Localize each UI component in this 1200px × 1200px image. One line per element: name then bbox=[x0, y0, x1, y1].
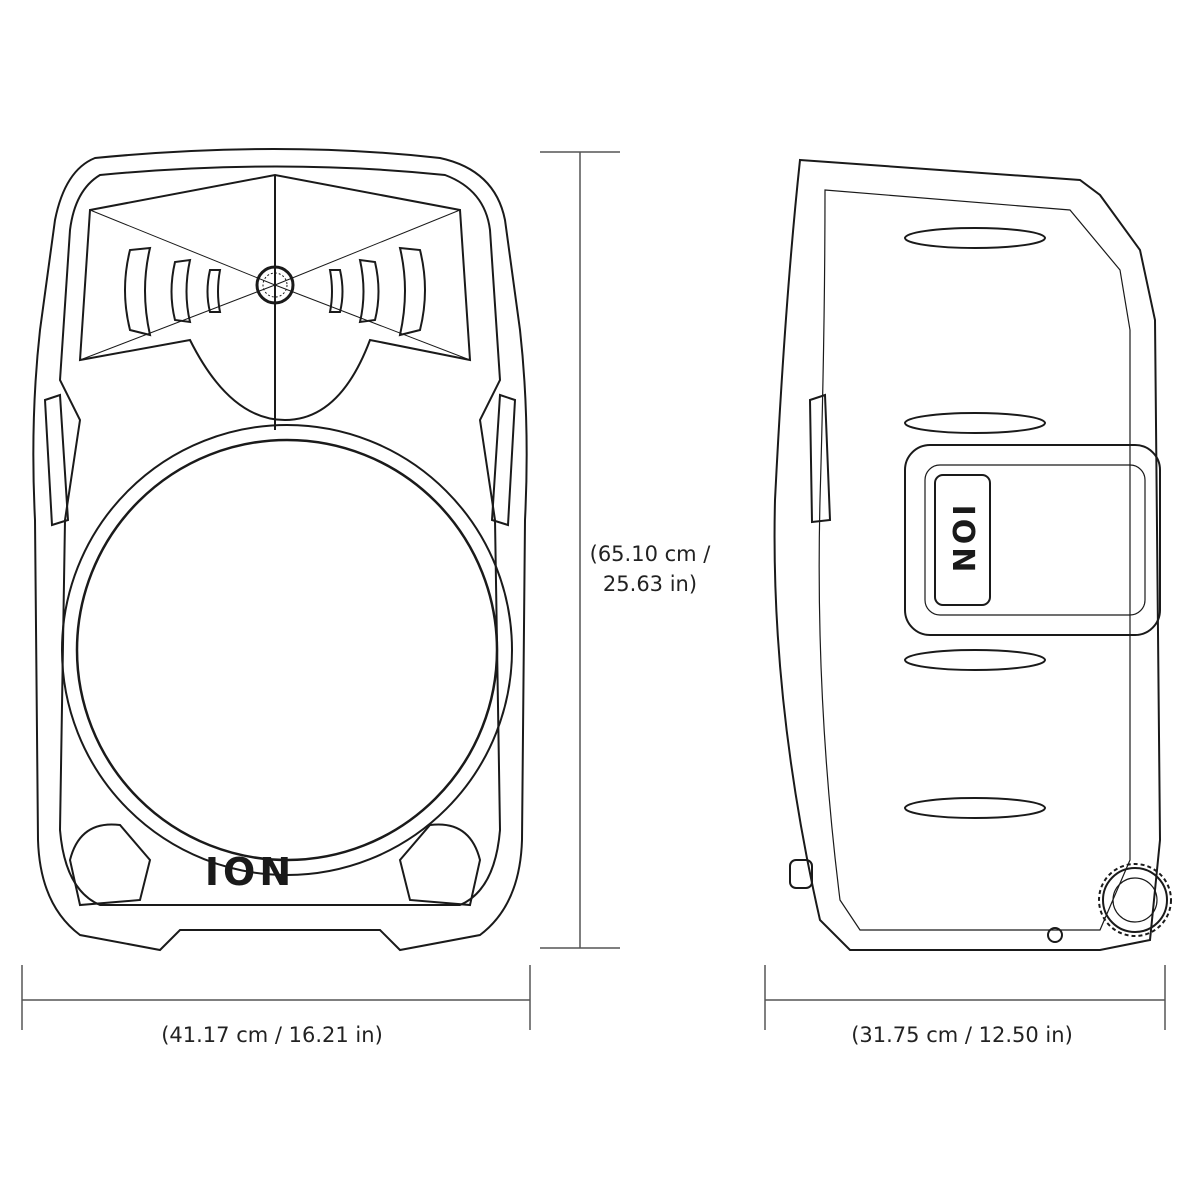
width-label: (41.17 cm / 16.21 in) bbox=[161, 1023, 383, 1047]
front-baffle-outline bbox=[58, 165, 502, 906]
horn-fin bbox=[206, 269, 222, 313]
side-handle bbox=[904, 444, 1161, 636]
left-foot-cutout bbox=[68, 823, 152, 907]
bolt bbox=[1047, 927, 1063, 943]
horn-fin bbox=[398, 246, 426, 337]
tweeter bbox=[255, 265, 295, 305]
depth-label: (31.75 cm / 12.50 in) bbox=[851, 1023, 1073, 1047]
front-view bbox=[32, 148, 528, 952]
side-view bbox=[773, 158, 1172, 951]
side-groove bbox=[904, 649, 1046, 671]
horn-fin bbox=[170, 258, 192, 324]
woofer-cone bbox=[75, 438, 499, 862]
wheel bbox=[1102, 867, 1168, 933]
side-handle-edge bbox=[808, 393, 832, 524]
horn-fin bbox=[358, 258, 380, 324]
horn-fin bbox=[328, 269, 344, 313]
horn-outline bbox=[78, 173, 472, 422]
height-label-line1: (65.10 cm / bbox=[589, 542, 711, 566]
side-groove bbox=[904, 227, 1046, 249]
right-handle bbox=[490, 393, 517, 527]
woofer-surround bbox=[61, 424, 513, 876]
horn-fin bbox=[124, 246, 152, 337]
side-logo-plate bbox=[934, 474, 991, 606]
side-logo: ION bbox=[945, 504, 980, 576]
side-body-outline bbox=[773, 158, 1162, 951]
left-handle bbox=[43, 393, 70, 527]
front-body-outline bbox=[32, 148, 528, 952]
height-label-line2: 25.63 in) bbox=[602, 572, 698, 596]
right-foot-cutout bbox=[398, 823, 482, 907]
dimension-lines bbox=[21, 151, 1166, 1030]
side-inner-panel bbox=[818, 189, 1131, 931]
side-groove bbox=[904, 412, 1046, 434]
side-knob bbox=[789, 859, 813, 889]
side-groove bbox=[904, 797, 1046, 819]
front-logo: ION bbox=[204, 850, 296, 894]
